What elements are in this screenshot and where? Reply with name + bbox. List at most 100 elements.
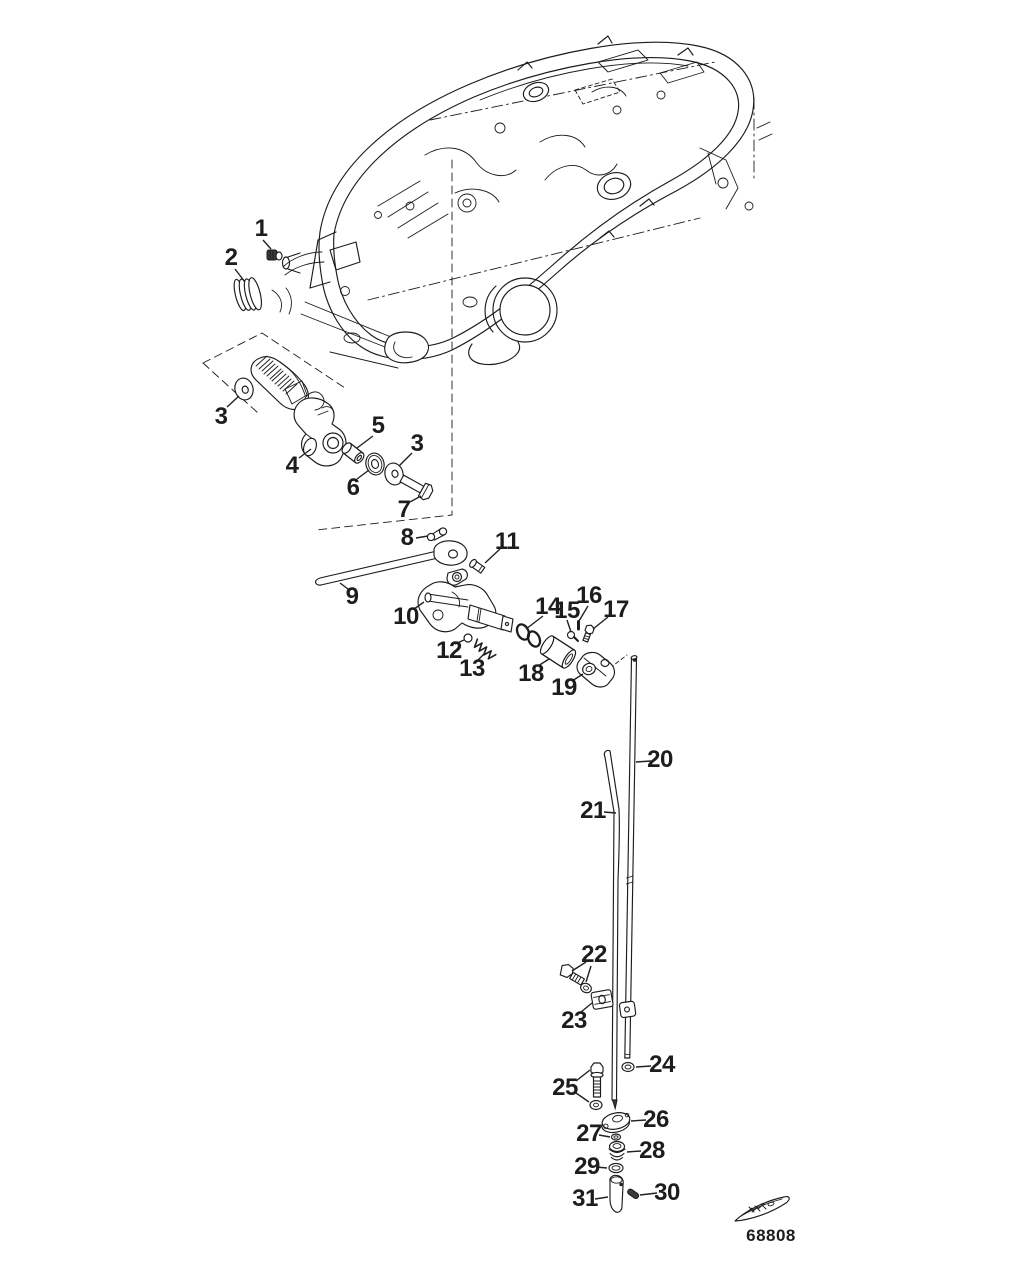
leader-line-18 <box>537 658 550 667</box>
part-callout-4: 4 <box>285 452 299 479</box>
part-23-clamp-drawing <box>590 989 637 1019</box>
part-19-coupler-drawing <box>576 651 616 688</box>
leader-line-30 <box>639 1192 658 1196</box>
part-callout-9: 9 <box>345 583 359 610</box>
leader-line-25 <box>575 1092 590 1103</box>
leader-line-20 <box>635 760 652 763</box>
part-callout-24: 24 <box>649 1051 675 1078</box>
leader-line-29 <box>595 1166 608 1169</box>
leader-line-31 <box>594 1196 609 1200</box>
part-callout-2: 2 <box>224 244 238 271</box>
leader-line-4 <box>298 448 312 459</box>
leader-line-6 <box>356 469 370 480</box>
part-callout-22: 22 <box>581 941 607 968</box>
part-callout-19: 19 <box>551 674 577 701</box>
leader-line-22 <box>571 961 587 972</box>
part-29-o-ring-drawing <box>608 1162 624 1174</box>
leader-line-8 <box>415 535 429 539</box>
part-callout-8: 8 <box>400 524 414 551</box>
leader-line-21 <box>603 811 617 814</box>
leader-line-25 <box>575 1069 591 1082</box>
leader-line-3b <box>398 452 413 467</box>
part-22-bolt-drawing <box>559 963 592 994</box>
leader-line-5 <box>356 435 374 449</box>
part-15-fastener-drawing <box>566 630 579 642</box>
part-callout-28: 28 <box>639 1137 665 1164</box>
part-callout-3a: 3 <box>214 403 228 430</box>
part-3b-washer-drawing <box>384 462 404 486</box>
part-callout-18: 18 <box>518 660 544 687</box>
leader-line-12 <box>454 639 465 645</box>
leader-line-9 <box>339 582 349 590</box>
part-28-grommet-drawing <box>608 1140 626 1161</box>
leader-line-24 <box>635 1065 652 1068</box>
part-10-shift-shaft-drawing <box>417 568 514 633</box>
leader-line-13 <box>476 653 485 662</box>
part-callout-11: 11 <box>494 528 520 555</box>
leader-line-10 <box>413 601 425 610</box>
part-callout-1: 1 <box>254 215 268 242</box>
part-27-o-ring-drawing <box>610 1133 622 1141</box>
part-13-spring-drawing <box>473 638 497 660</box>
part-callout-31: 31 <box>572 1185 598 1212</box>
part-7-bolt-drawing <box>399 474 434 501</box>
part-callout-14: 14 <box>535 593 561 620</box>
leader-line-23 <box>580 1002 593 1013</box>
leader-line-11 <box>484 548 501 564</box>
part-callout-3b: 3 <box>410 430 424 457</box>
leader-line-26 <box>630 1119 647 1122</box>
part-callout-15: 15 <box>554 597 580 624</box>
figure-number: 68808 <box>746 1226 796 1245</box>
part-callout-10: 10 <box>393 603 419 630</box>
part-callout-23: 23 <box>561 1007 587 1034</box>
part-8-clip-drawing <box>426 527 448 542</box>
part-callout-21: 21 <box>580 797 606 824</box>
part-18-bushing-drawing <box>539 635 577 669</box>
part-1-plug-drawing <box>266 249 283 261</box>
part-callout-29: 29 <box>574 1153 600 1180</box>
part-12-ball-drawing <box>463 633 473 643</box>
part-callout-6: 6 <box>346 474 360 501</box>
part-callout-16: 16 <box>576 582 602 609</box>
engine-block-drawing <box>271 35 773 369</box>
part-20-shift-rod-drawing <box>624 655 638 1059</box>
part-4-shift-pedal-drawing <box>250 355 347 467</box>
part-callout-25: 25 <box>552 1074 578 1101</box>
part-24-o-ring-drawing <box>621 1061 635 1073</box>
leader-line-17 <box>592 616 609 630</box>
part-callout-13: 13 <box>459 655 485 682</box>
part-14-o-rings-drawing <box>515 623 542 648</box>
leader-line-15 <box>566 619 572 633</box>
part-3a-washer-drawing <box>234 377 254 401</box>
leader-line-22 <box>585 965 592 983</box>
part-callout-26: 26 <box>643 1106 669 1133</box>
brand-swoosh-logo <box>734 1196 790 1222</box>
part-30-pin-drawing <box>627 1188 640 1200</box>
leader-line-19 <box>571 673 584 682</box>
part-5-bushing-drawing <box>341 442 365 464</box>
part-callout-7: 7 <box>397 496 411 523</box>
leader-line-14 <box>525 615 544 630</box>
part-21-shift-rod-drawing <box>603 749 620 1111</box>
part-9-link-rod-drawing <box>315 540 468 586</box>
leader-line-3a <box>226 395 240 408</box>
part-callout-27: 27 <box>576 1120 602 1147</box>
part-2-cap-drawing <box>233 277 263 312</box>
leader-line-28 <box>626 1150 642 1153</box>
part-11-screw-drawing <box>469 558 486 574</box>
part-callout-20: 20 <box>647 746 673 773</box>
part-callout-17: 17 <box>603 596 629 623</box>
part-26-plate-drawing <box>601 1112 631 1134</box>
part-17-bolt-drawing <box>582 624 595 643</box>
part-6-washer-drawing <box>365 452 385 476</box>
leader-line-2 <box>234 268 246 283</box>
part-callout-12: 12 <box>436 637 462 664</box>
leader-line-7 <box>409 495 422 503</box>
part-25-bolt-drawing <box>589 1062 604 1111</box>
part-callout-30: 30 <box>654 1179 680 1206</box>
leader-line-16 <box>578 605 589 622</box>
part-callout-5: 5 <box>371 412 385 439</box>
leader-line-1 <box>262 239 272 250</box>
